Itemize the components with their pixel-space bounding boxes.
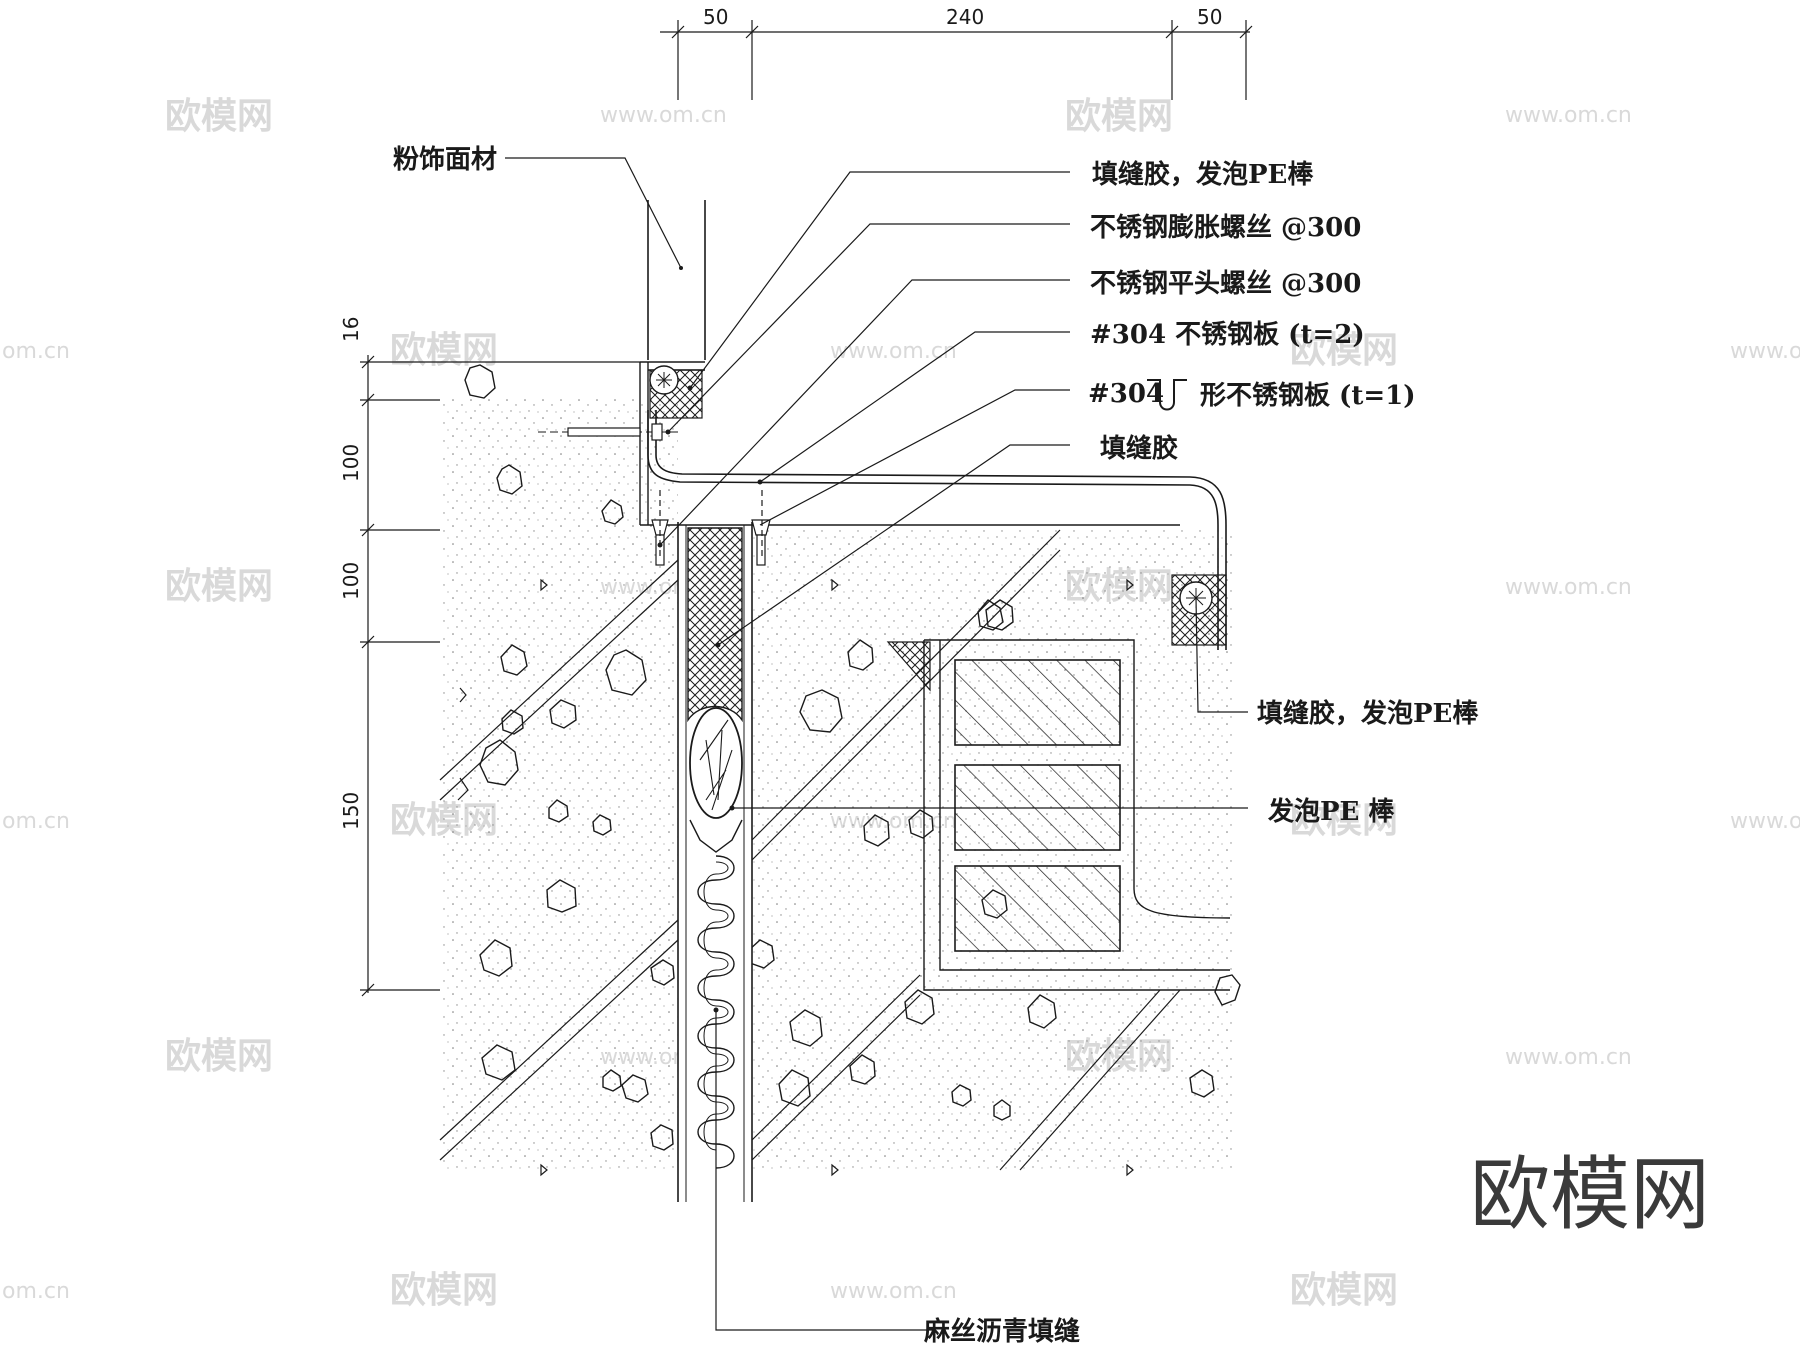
leader-sealant-pe-top — [689, 171, 1070, 389]
dim-left-100-a: 100 — [339, 444, 363, 482]
wood-block — [954, 659, 1121, 746]
flat-head-screw — [651, 490, 771, 566]
label-sealant-pe-right: 填缝胶，发泡PE棒 — [1257, 698, 1479, 729]
concrete-right — [748, 529, 1241, 1177]
brand-logo: 欧模网 — [1470, 1148, 1710, 1241]
label-expansion-screw: 不锈钢膨胀螺丝 @300 — [1090, 213, 1361, 243]
pe-rod-top-texture — [656, 372, 672, 388]
triangle-marks — [831, 578, 1134, 1177]
dim-top-240: 240 — [946, 5, 984, 29]
label-flat-head-screw: 不锈钢平头螺丝 @300 — [1090, 269, 1361, 299]
label-sealant: 填缝胶 — [1100, 433, 1178, 464]
asphalt-filler-bellows — [697, 855, 735, 1169]
watermark-url: om.cn — [2, 1279, 70, 1304]
aggregate-group — [464, 364, 675, 1151]
label-u-plate-prefix: #304 — [1088, 379, 1164, 409]
watermark-brand: 欧模网 — [1065, 96, 1173, 137]
label-steel-plate: #304 不锈钢板 (t=2) — [1090, 320, 1365, 350]
watermark-brand: 欧模网 — [165, 1036, 273, 1077]
rebar-line — [439, 939, 679, 1161]
foam-pe-rod-bottom — [689, 819, 743, 853]
foam-pe-rod-texture — [699, 719, 733, 811]
leader-asphalt-filler — [715, 1010, 935, 1331]
leader-finish-material — [505, 157, 682, 269]
leader-lines — [505, 157, 1248, 1331]
leader-expansion-screw — [667, 223, 1070, 433]
leader-u-plate — [759, 389, 1070, 526]
label-finish-material: 粉饰面材 — [393, 145, 497, 175]
watermark-url: www.om.cn — [830, 339, 957, 364]
wood-block — [954, 865, 1121, 952]
dimension-top — [660, 20, 1253, 100]
watermark-url: www.om.cn — [830, 1279, 957, 1304]
rebar-line — [751, 974, 921, 1141]
leader-dots — [657, 385, 763, 1013]
leader-flat-head-screw — [659, 279, 1070, 546]
dim-left-100-b: 100 — [339, 562, 363, 600]
foam-pe-rod-ellipse — [689, 707, 743, 819]
dim-left-150: 150 — [339, 792, 363, 830]
block-inner-outline — [939, 640, 1230, 971]
wall-finish — [647, 200, 706, 360]
watermark-url: www.om.cn — [1505, 1045, 1632, 1070]
rebar-line — [751, 529, 1061, 841]
dimension-left — [360, 355, 640, 997]
label-sealant-pe-top: 填缝胶，发泡PE棒 — [1092, 159, 1314, 190]
u-shape-icon — [1147, 379, 1187, 411]
rebar-line — [439, 919, 679, 1141]
aggregate-group — [748, 599, 1241, 1121]
leader-sealant — [717, 444, 1070, 646]
rebar-line — [751, 994, 921, 1161]
steel-cover-plate — [538, 361, 1227, 650]
rebar-line — [439, 559, 679, 781]
cover-plate-outline — [647, 410, 1227, 650]
leader-steel-plate — [759, 331, 1070, 483]
label-foam-pe-rod: 发泡PE 棒 — [1267, 796, 1395, 827]
watermark-brand: 欧模网 — [1290, 800, 1398, 841]
watermark-url: www.om.cn — [1730, 809, 1800, 834]
watermark-brand: 欧模网 — [1290, 1270, 1398, 1311]
block-outline — [923, 640, 1230, 991]
watermark-brand: 欧模网 — [390, 330, 498, 371]
sealant-fill — [687, 527, 743, 723]
triangle-marks — [457, 578, 548, 1177]
watermark-url: www.om.cn — [1505, 575, 1632, 600]
watermark-url: www.om.cn — [1505, 103, 1632, 128]
label-asphalt-filler: 麻丝沥青填缝 — [923, 1316, 1080, 1347]
leader-sealant-pe-right — [1195, 597, 1248, 713]
watermark-brand: 欧模网 — [390, 1270, 498, 1311]
block-outline — [924, 639, 1231, 919]
dim-left-16: 16 — [339, 317, 363, 342]
watermark-url: www.om.cn — [1730, 339, 1800, 364]
dim-top-50-left: 50 — [703, 5, 728, 29]
expansion-screw — [538, 423, 682, 441]
rebar-line — [1019, 989, 1181, 1171]
concrete-left-stipple — [440, 395, 678, 1170]
watermark-url: www.om.cn — [600, 103, 727, 128]
watermark-brand: 欧模网 — [1290, 330, 1398, 371]
watermark-url: om.cn — [2, 339, 70, 364]
label-u-plate-suffix: 形不锈钢板 (t=1) — [1200, 381, 1416, 411]
corner-sealant — [886, 641, 931, 692]
concrete-left — [439, 364, 679, 1177]
watermark-brand: 欧模网 — [165, 96, 273, 137]
watermark-url: om.cn — [2, 809, 70, 834]
dim-top-50-right: 50 — [1197, 5, 1222, 29]
rebar-line — [999, 989, 1161, 1171]
rebar-line — [439, 579, 679, 801]
joint-gap — [677, 522, 753, 1202]
watermark-brand: 欧模网 — [165, 566, 273, 607]
